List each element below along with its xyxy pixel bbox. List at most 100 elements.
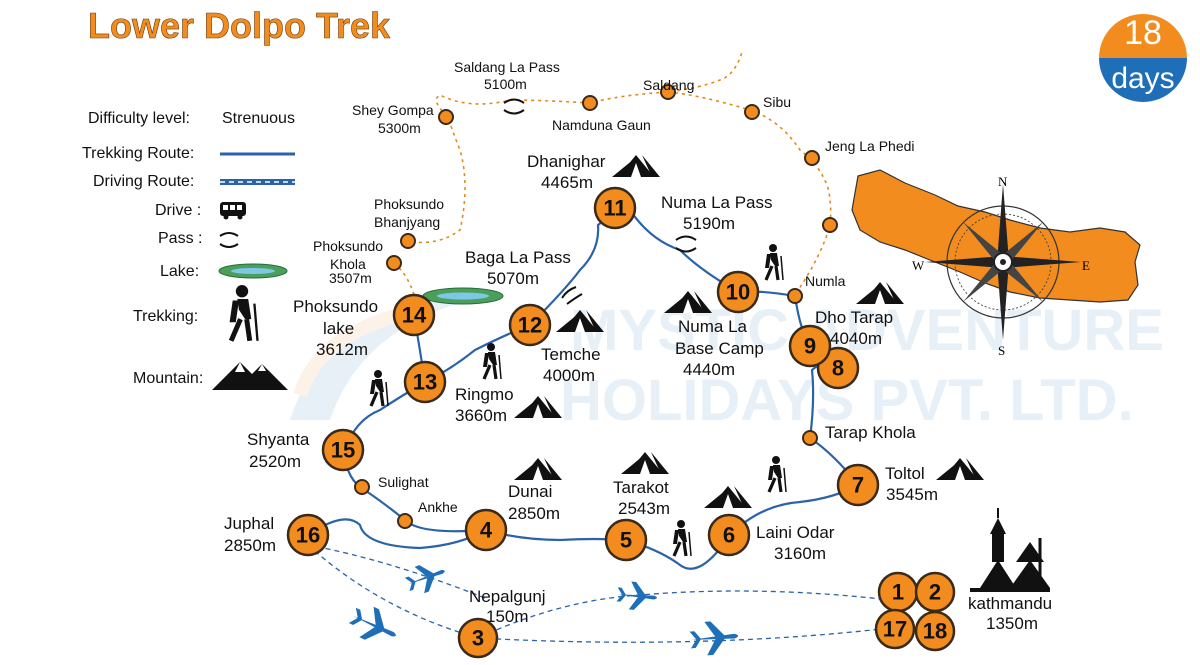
label-laini-odar-alt: 3160m: [774, 544, 826, 563]
legend-lake: Lake:: [160, 263, 199, 280]
trekker-icon: [671, 518, 693, 558]
label-sibu: Sibu: [763, 94, 791, 110]
day-number: 17: [883, 617, 907, 642]
label-kathmandu: kathmandu: [968, 594, 1052, 613]
compass-s: S: [998, 343, 1005, 358]
day-number: 12: [518, 313, 542, 338]
compass-n: N: [998, 174, 1008, 189]
label-numla: Numla: [805, 273, 846, 289]
day-node-15: 15: [321, 428, 365, 472]
map-point-sulighat: [354, 479, 370, 495]
map-point-namduna-gaun: [582, 95, 598, 111]
tent-icon: [514, 396, 562, 418]
airplane-icon: [402, 557, 450, 598]
day-number: 9: [804, 334, 816, 359]
day-number: 11: [603, 196, 626, 221]
map-point-sibu: [744, 104, 760, 120]
label-dho-tarap-alt: 4040m: [830, 329, 882, 348]
day-number: 13: [413, 370, 437, 395]
label-juphal-alt: 2850m: [224, 536, 276, 555]
day-node-3: 3: [457, 617, 499, 659]
label-temche-alt: 4000m: [543, 366, 595, 385]
day-node-6: 6: [707, 513, 751, 557]
map-title: Lower Dolpo Trek: [88, 5, 391, 46]
day-node-13: 13: [403, 360, 447, 404]
trekker-icon: [763, 242, 785, 282]
label-jeng-la-phedi: Jeng La Phedi: [825, 138, 915, 154]
day-number: 10: [726, 280, 750, 305]
label-tarakot: Tarakot: [613, 478, 669, 497]
tent-icon: [514, 458, 562, 480]
label-phoksundo-khola-2: Khola: [330, 256, 366, 272]
legend-trekking-route: Trekking Route:: [82, 145, 194, 162]
mountain-icon: [212, 362, 288, 390]
label-phoksundo-lake-2: lake: [323, 319, 354, 338]
label-laini-odar: Laini Odar: [756, 523, 835, 542]
duration-number: 18: [1124, 14, 1162, 52]
label-dunai: Dunai: [508, 482, 552, 501]
duration-unit: days: [1111, 62, 1174, 95]
legend-mountain: Mountain:: [133, 370, 203, 387]
flight-route: [307, 544, 891, 643]
day-number: 7: [852, 473, 864, 498]
label-saldang: Saldang: [643, 77, 694, 93]
upper-dotted-route: [411, 51, 832, 296]
label-dunai-alt: 2850m: [508, 504, 560, 523]
map-point-numla: [787, 288, 803, 304]
watermark-line-1: MYSTIC ADVENTURE: [570, 298, 1164, 363]
day-node-16: 16: [286, 513, 330, 557]
label-namduna-gaun: Namduna Gaun: [552, 117, 651, 133]
label-numa-la-pass-alt: 5190m: [683, 214, 735, 233]
day-node-1: 1: [877, 571, 919, 613]
day-node-18: 18: [914, 610, 956, 652]
label-baga-la-pass: Baga La Pass: [465, 248, 571, 267]
legend-drive: Drive :: [155, 202, 201, 219]
airplane-icon: [345, 600, 403, 651]
label-toltol-alt: 3545m: [886, 485, 938, 504]
label-phoksundo-lake-1: Phoksundo: [293, 297, 378, 316]
label-numa-la-pass: Numa La Pass: [661, 193, 773, 212]
numa-la-pass-icon: [675, 235, 697, 253]
tent-icon: [936, 458, 984, 480]
day-number: 5: [620, 528, 632, 553]
duration-badge: 18 days: [1099, 14, 1187, 102]
day-node-9: 9: [788, 324, 832, 368]
label-saldang-la-pass: Saldang La Pass: [454, 59, 560, 75]
trekker-icon: [368, 368, 390, 408]
baga-la-pass-icon: [561, 286, 583, 305]
map-point-jeng-la-phedi: [804, 150, 820, 166]
day-number: 8: [832, 356, 844, 381]
temple-icon: [970, 508, 1050, 592]
label-tarap-khola: Tarap Khola: [825, 423, 916, 442]
tent-icon: [621, 452, 669, 474]
label-saldang-la-pass-alt: 5100m: [484, 76, 527, 92]
label-numa-la-bc-alt: 4440m: [683, 360, 735, 379]
tent-icon: [704, 486, 752, 508]
compass-icon: [925, 184, 1081, 340]
day-number: 16: [296, 523, 320, 548]
label-tarakot-alt: 2543m: [618, 499, 670, 518]
pass-icon: [219, 232, 239, 248]
label-shyanta: Shyanta: [247, 430, 310, 449]
label-juphal: Juphal: [224, 514, 274, 533]
legend-driving-route: Driving Route:: [93, 173, 194, 190]
map-point-tarap-khola: [802, 430, 818, 446]
map-point-phoksundo-bhanjyang: [400, 233, 416, 249]
airplane-icon: [615, 580, 659, 612]
label-phoksundo-khola-1: Phoksundo: [313, 238, 383, 254]
label-dho-tarap: Dho Tarap: [815, 308, 893, 327]
label-baga-la-pass-alt: 5070m: [487, 269, 539, 288]
label-numa-la-bc-2: Base Camp: [675, 339, 764, 358]
trekker-icon: [481, 341, 503, 381]
label-phoksundo-khola-alt: 3507m: [329, 270, 372, 286]
trekker-icon: [230, 285, 258, 341]
day-node-8: 8: [816, 346, 860, 390]
day-node-2: 2: [914, 571, 956, 613]
tent-icon: [612, 155, 660, 177]
day-node-12: 12: [508, 303, 552, 347]
tent-icon: [856, 282, 904, 304]
label-ringmo: Ringmo: [455, 385, 514, 404]
legend-difficulty-label: Difficulty level:: [88, 110, 190, 127]
compass-e: E: [1082, 258, 1090, 273]
